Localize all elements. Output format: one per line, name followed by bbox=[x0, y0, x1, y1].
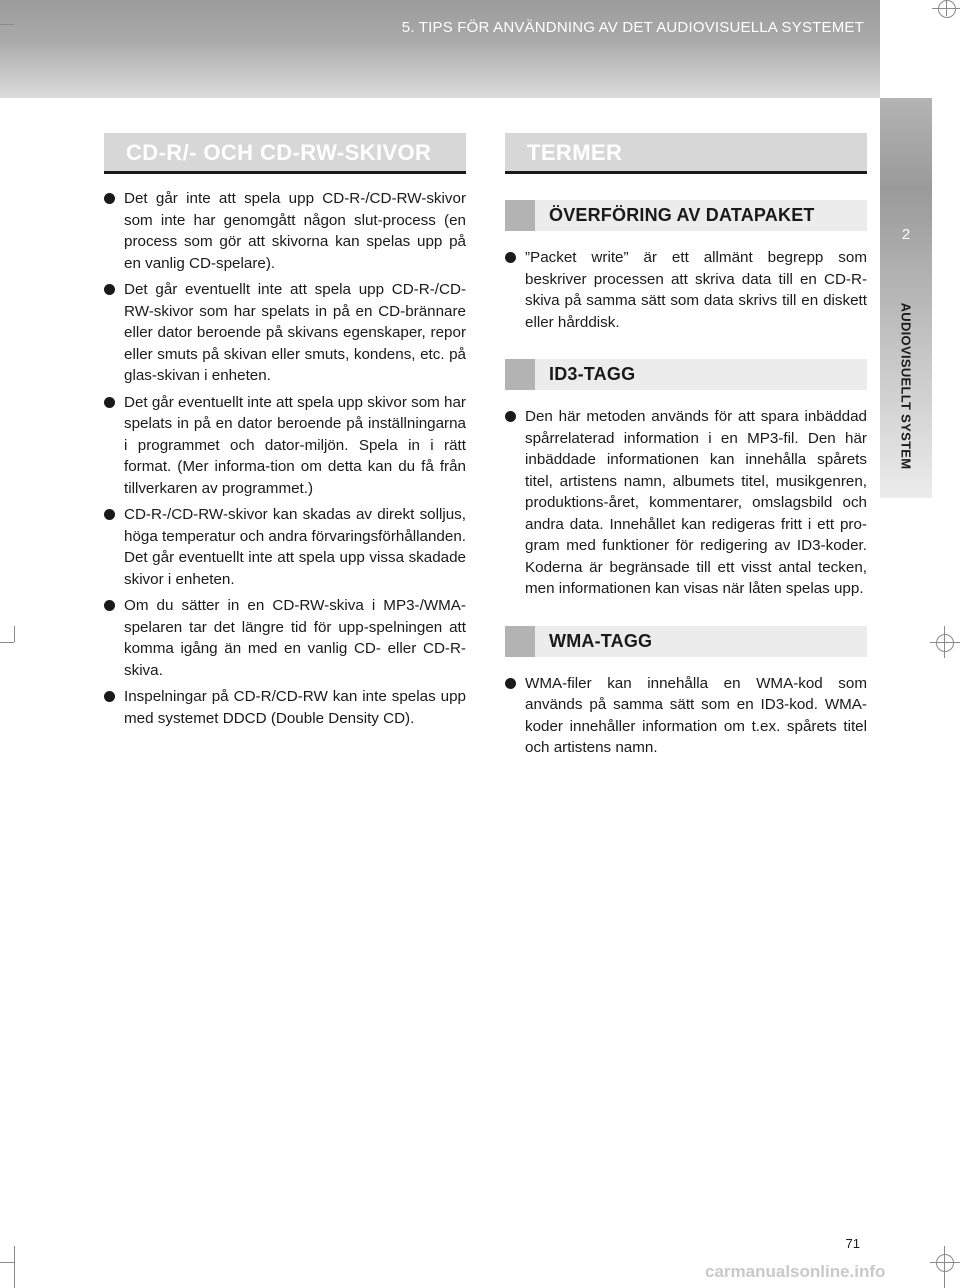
left-column: CD-R/- OCH CD-RW-SKIVOR Det går inte att… bbox=[104, 133, 466, 734]
right-column: TERMER ÖVERFÖRING AV DATAPAKET ”Packet w… bbox=[505, 133, 867, 764]
list-item: WMA-filer kan innehålla en WMA-kod som a… bbox=[505, 673, 867, 759]
crop-mark bbox=[0, 642, 14, 643]
list-item: Det går eventuellt inte att spela upp sk… bbox=[104, 392, 466, 500]
bullet-icon bbox=[104, 691, 115, 702]
subsection-heading: ÖVERFÖRING AV DATAPAKET bbox=[505, 200, 867, 231]
list-item-text: Det går inte att spela upp CD-R-/CD-RW-s… bbox=[124, 190, 466, 272]
registration-circle bbox=[936, 634, 954, 652]
bullet-list: ”Packet write” är ett allmänt begrepp so… bbox=[505, 247, 867, 333]
list-item: ”Packet write” är ett allmänt begrepp so… bbox=[505, 247, 867, 333]
bullet-icon bbox=[104, 600, 115, 611]
watermark: carmanualsonline.info bbox=[705, 1262, 886, 1281]
chapter-title: 5. TIPS FÖR ANVÄNDNING AV DET AUDIOVISUE… bbox=[401, 19, 864, 36]
section-heading: TERMER bbox=[505, 133, 867, 174]
subsection-heading: WMA-TAGG bbox=[505, 625, 867, 657]
page-number: 71 bbox=[845, 1236, 860, 1251]
bullet-icon bbox=[505, 677, 516, 689]
section-heading: CD-R/- OCH CD-RW-SKIVOR bbox=[104, 133, 466, 174]
list-item-text: Det går eventuellt inte att spela upp CD… bbox=[124, 281, 466, 384]
registration-circle bbox=[936, 1254, 954, 1272]
bullet-list: Det går inte att spela upp CD-R-/CD-RW-s… bbox=[104, 188, 466, 729]
bullet-icon bbox=[104, 509, 115, 520]
bullet-icon bbox=[505, 252, 516, 263]
bullet-icon bbox=[104, 284, 115, 295]
list-item-text: Om du sätter in en CD-RW-skiva i MP3-/WM… bbox=[124, 597, 466, 679]
bullet-icon bbox=[104, 396, 115, 408]
list-item-text: Den här metoden används för att spara in… bbox=[525, 408, 867, 597]
crop-mark bbox=[14, 1246, 15, 1288]
list-item-text: ”Packet write” är ett allmänt begrepp so… bbox=[525, 249, 867, 331]
crop-mark bbox=[0, 1262, 14, 1263]
bullet-list: WMA-filer kan innehålla en WMA-kod som a… bbox=[505, 673, 867, 759]
crop-mark bbox=[0, 24, 14, 25]
header-bar bbox=[0, 0, 880, 98]
subsection-heading: ID3-TAGG bbox=[505, 359, 867, 390]
list-item-text: WMA-filer kan innehålla en WMA-kod som a… bbox=[525, 674, 867, 757]
registration-circle bbox=[938, 0, 956, 18]
side-tab-strip bbox=[880, 98, 932, 498]
list-item: CD-R-/CD-RW-skivor kan skadas av direkt … bbox=[104, 504, 466, 590]
bullet-icon bbox=[104, 193, 115, 204]
list-item: Inspelningar på CD-R/CD-RW kan inte spel… bbox=[104, 686, 466, 729]
chapter-number: 2 bbox=[901, 226, 911, 243]
crop-mark bbox=[14, 626, 15, 642]
list-item: Om du sätter in en CD-RW-skiva i MP3-/WM… bbox=[104, 595, 466, 681]
list-item: Det går eventuellt inte att spela upp CD… bbox=[104, 279, 466, 387]
list-item: Den här metoden används för att spara in… bbox=[505, 406, 867, 600]
bullet-list: Den här metoden används för att spara in… bbox=[505, 406, 867, 600]
bullet-icon bbox=[505, 411, 516, 422]
list-item-text: Inspelningar på CD-R/CD-RW kan inte spel… bbox=[124, 688, 466, 727]
list-item: Det går inte att spela upp CD-R-/CD-RW-s… bbox=[104, 188, 466, 274]
list-item-text: CD-R-/CD-RW-skivor kan skadas av direkt … bbox=[124, 506, 466, 588]
chapter-label: AUDIOVISUELLT SYSTEM bbox=[898, 302, 914, 470]
list-item-text: Det går eventuellt inte att spela upp sk… bbox=[124, 393, 466, 497]
